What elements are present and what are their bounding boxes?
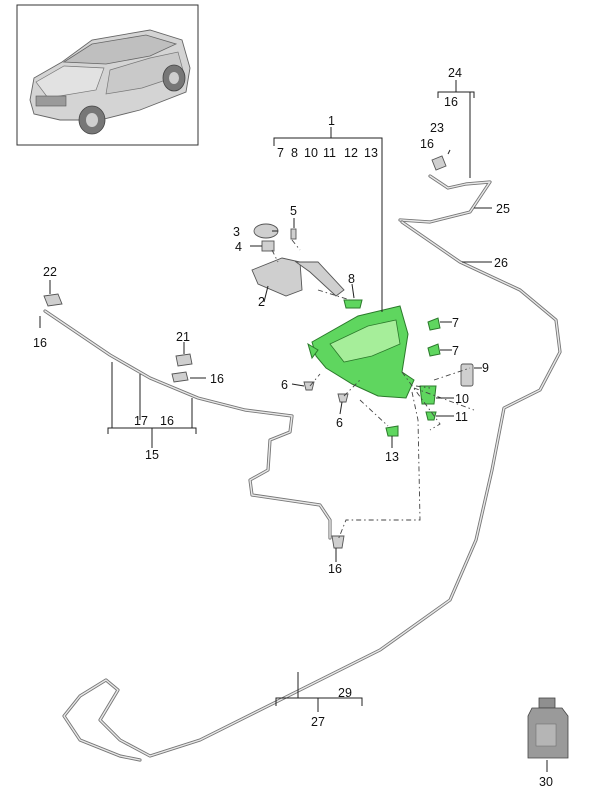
assembly-lines	[271, 239, 475, 541]
callout-5: 5	[290, 204, 297, 218]
callout-16-left: 16	[33, 336, 47, 350]
callout-16-mid: 16	[210, 372, 224, 386]
leader-lines	[39, 80, 548, 772]
fluid-bottle	[527, 697, 569, 759]
callout-27: 27	[311, 715, 325, 729]
callout-6a: 6	[281, 378, 288, 392]
washer-reservoir	[307, 299, 441, 437]
callout-13: 13	[385, 450, 399, 464]
clip-part-22	[43, 293, 63, 307]
callout-1-sub-13: 13	[364, 146, 378, 160]
callout-4: 4	[235, 240, 242, 254]
callout-15: 15	[145, 448, 159, 462]
bolt-part-5	[290, 228, 297, 240]
callout-1-sub-8: 8	[291, 146, 298, 160]
filler-part-23	[431, 155, 447, 171]
callout-10: 10	[455, 392, 469, 406]
clip-part-21	[175, 353, 193, 367]
callout-11: 11	[455, 410, 468, 424]
nut-part-4	[261, 240, 275, 252]
callout-3: 3	[233, 225, 240, 239]
pump-part-shaft	[294, 261, 345, 297]
callout-30: 30	[539, 775, 553, 789]
callout-23: 23	[430, 121, 444, 135]
sensor-part-9	[460, 363, 474, 387]
callout-labels: 1 7 8 10 11 12 13 3 4 5 2 8 24 16 23 16 …	[33, 66, 553, 789]
callout-15-sub-16: 16	[160, 414, 174, 428]
callout-25: 25	[496, 202, 510, 216]
jet-part-16	[331, 535, 345, 549]
callout-2: 2	[258, 295, 265, 309]
callout-24: 24	[448, 66, 462, 80]
vehicle-thumbnail	[16, 4, 199, 146]
callout-1-sub-10: 10	[304, 146, 318, 160]
screw-part-6b	[337, 393, 349, 403]
connector-part-16	[171, 371, 189, 383]
callout-26: 26	[494, 256, 508, 270]
callout-8: 8	[348, 272, 355, 286]
washer-hoses	[43, 174, 562, 762]
callout-16-bottom: 16	[328, 562, 342, 576]
callout-1-sub-11: 11	[323, 146, 336, 160]
gray-parts	[43, 155, 474, 549]
callout-9: 9	[482, 361, 489, 375]
callout-1-sub-12: 12	[344, 146, 358, 160]
callout-7a: 7	[452, 316, 459, 330]
callout-22: 22	[43, 265, 57, 279]
callout-6b: 6	[336, 416, 343, 430]
callout-29: 29	[338, 686, 352, 700]
callout-21: 21	[176, 330, 190, 344]
callout-1: 1	[328, 114, 335, 128]
callout-16-top: 16	[420, 137, 434, 151]
callout-7b: 7	[452, 344, 459, 358]
callout-24-sub-16: 16	[444, 95, 458, 109]
bracket-part-2	[251, 257, 303, 297]
callout-15-sub-17: 17	[134, 414, 148, 428]
callout-1-sub-7: 7	[277, 146, 284, 160]
